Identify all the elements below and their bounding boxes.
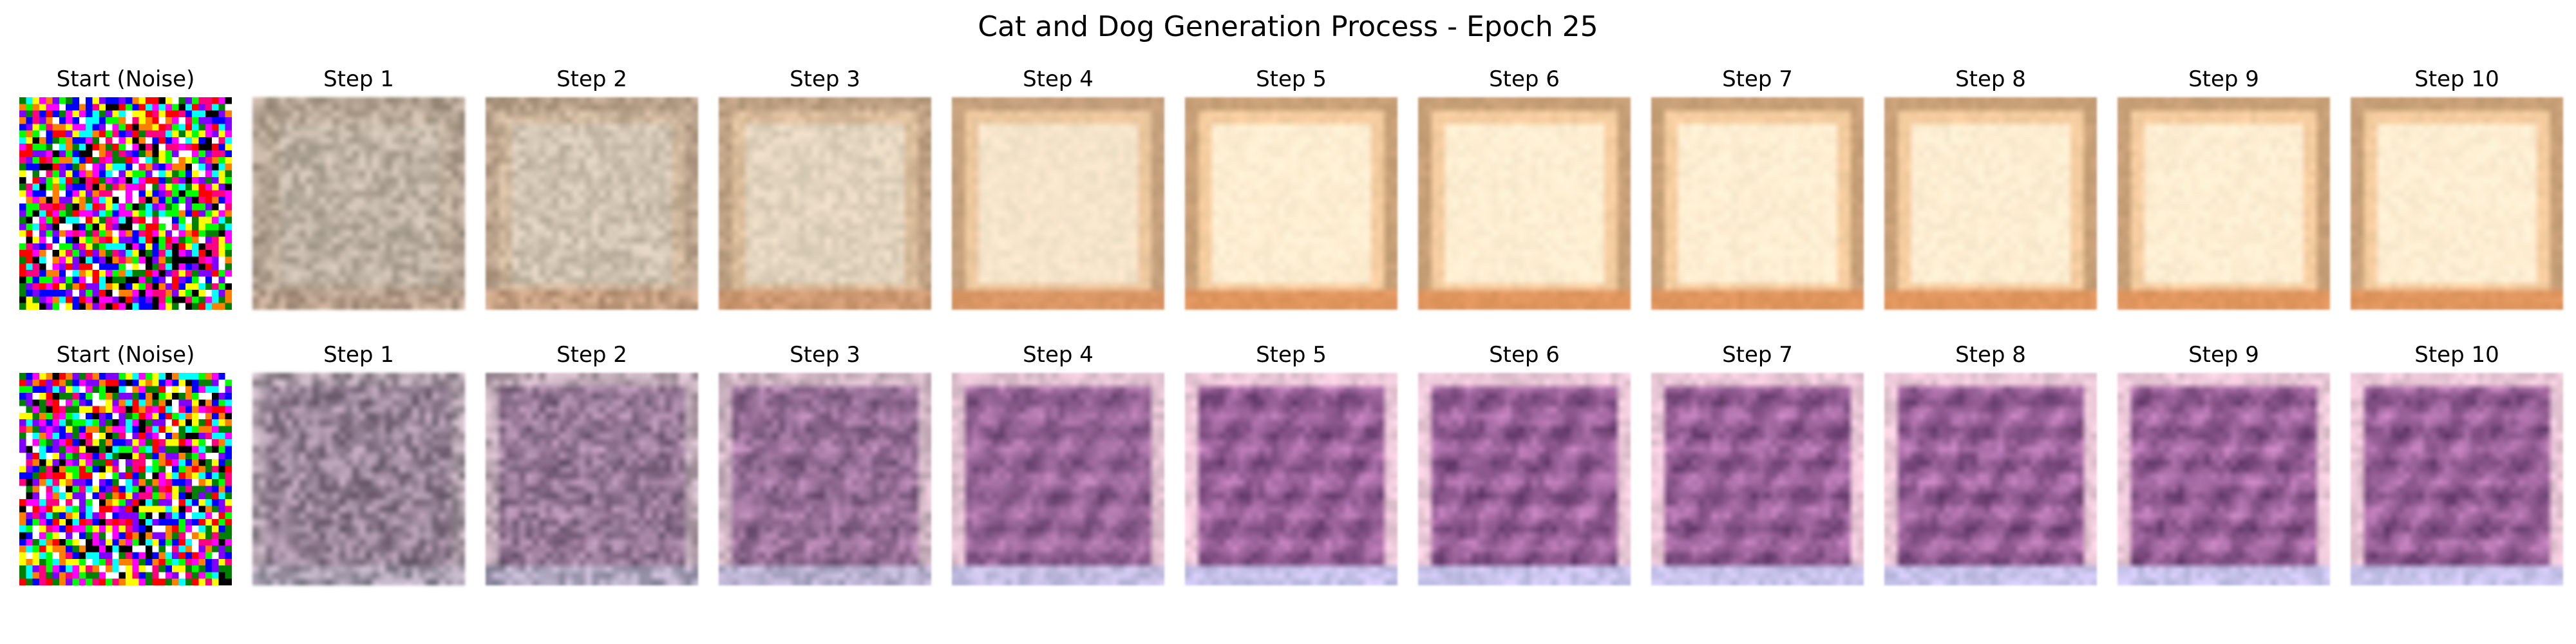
cat-generated-image xyxy=(1884,97,2097,310)
dog-panel-step-0: Start (Noise) xyxy=(19,342,232,585)
panel-title: Step 5 xyxy=(1256,66,1327,92)
cat-panel-step-4: Step 4 xyxy=(952,66,1164,310)
figure-title: Cat and Dog Generation Process - Epoch 2… xyxy=(978,10,1598,43)
dog-generated-image xyxy=(252,373,465,585)
cat-generated-image xyxy=(19,97,232,310)
panel-title: Step 4 xyxy=(1023,66,1094,92)
panel-title: Step 8 xyxy=(1955,342,2026,368)
dog-panel-step-2: Step 2 xyxy=(486,342,698,585)
cat-generated-image xyxy=(486,97,698,310)
dog-generated-image xyxy=(2117,373,2330,585)
panel-title: Step 7 xyxy=(1722,66,1793,92)
dog-panel-step-4: Step 4 xyxy=(952,342,1164,585)
dog-panel-step-1: Step 1 xyxy=(252,342,465,585)
dog-generated-image xyxy=(19,373,232,585)
panel-title: Step 2 xyxy=(556,342,627,368)
dog-panel-step-5: Step 5 xyxy=(1185,342,1397,585)
dog-generated-image xyxy=(1651,373,1864,585)
panel-title: Step 10 xyxy=(2414,66,2499,92)
dog-generated-image xyxy=(952,373,1164,585)
panel-title: Step 9 xyxy=(2188,66,2259,92)
cat-panel-step-8: Step 8 xyxy=(1884,66,2097,310)
cat-generated-image xyxy=(1651,97,1864,310)
panel-title: Step 8 xyxy=(1955,66,2026,92)
cat-panel-step-3: Step 3 xyxy=(719,66,931,310)
panel-title: Step 3 xyxy=(790,66,860,92)
cat-panel-step-1: Step 1 xyxy=(252,66,465,310)
cat-generated-image xyxy=(2117,97,2330,310)
cat-generated-image xyxy=(952,97,1164,310)
panel-title: Step 7 xyxy=(1722,342,1793,368)
cat-panel-step-9: Step 9 xyxy=(2117,66,2330,310)
cat-panel-step-2: Step 2 xyxy=(486,66,698,310)
panel-title: Step 1 xyxy=(323,342,394,368)
dog-panel-step-10: Step 10 xyxy=(2351,342,2563,585)
panel-title: Start (Noise) xyxy=(56,342,195,368)
cat-generation-row: Start (Noise) Step 1 Step 2 Step 3 Step 4 Ste… xyxy=(0,66,2576,311)
panel-title: Step 6 xyxy=(1489,66,1560,92)
panel-title: Start (Noise) xyxy=(56,66,195,92)
cat-panel-step-0: Start (Noise) xyxy=(19,66,232,310)
dog-generated-image xyxy=(1185,373,1397,585)
dog-panel-step-3: Step 3 xyxy=(719,342,931,585)
dog-panel-step-6: Step 6 xyxy=(1418,342,1631,585)
panel-title: Step 2 xyxy=(556,66,627,92)
dog-generated-image xyxy=(1418,373,1631,585)
panel-title: Step 5 xyxy=(1256,342,1327,368)
cat-generated-image xyxy=(252,97,465,310)
dog-generated-image xyxy=(2351,373,2563,585)
cat-panel-step-5: Step 5 xyxy=(1185,66,1397,310)
cat-panel-step-10: Step 10 xyxy=(2351,66,2563,310)
dog-panel-step-7: Step 7 xyxy=(1651,342,1864,585)
dog-panel-step-8: Step 8 xyxy=(1884,342,2097,585)
cat-generated-image xyxy=(719,97,931,310)
dog-generated-image xyxy=(1884,373,2097,585)
dog-generation-row: Start (Noise) Step 1 Step 2 Step 3 Step 4 Ste… xyxy=(0,342,2576,587)
panel-title: Step 4 xyxy=(1023,342,1094,368)
dog-generated-image xyxy=(719,373,931,585)
panel-title: Step 6 xyxy=(1489,342,1560,368)
dog-panel-step-9: Step 9 xyxy=(2117,342,2330,585)
cat-panel-step-6: Step 6 xyxy=(1418,66,1631,310)
cat-generated-image xyxy=(1418,97,1631,310)
panel-title: Step 3 xyxy=(790,342,860,368)
dog-generated-image xyxy=(486,373,698,585)
panel-title: Step 10 xyxy=(2414,342,2499,368)
panel-title: Step 9 xyxy=(2188,342,2259,368)
cat-generated-image xyxy=(1185,97,1397,310)
cat-generated-image xyxy=(2351,97,2563,310)
cat-panel-step-7: Step 7 xyxy=(1651,66,1864,310)
panel-title: Step 1 xyxy=(323,66,394,92)
